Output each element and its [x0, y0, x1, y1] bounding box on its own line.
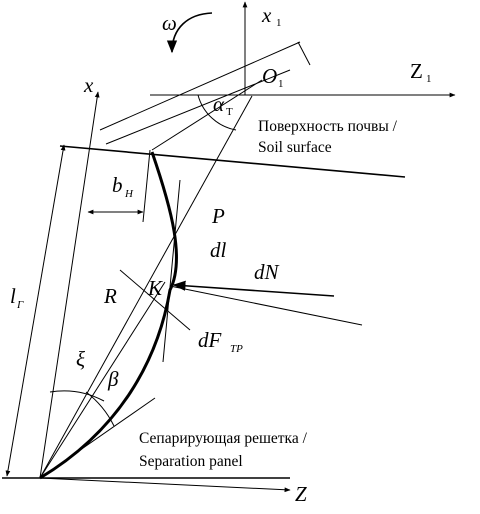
- panel-label-ru: Сепарирующая решетка /: [139, 430, 308, 447]
- rotation-arrow: [166, 12, 213, 54]
- length-dimension: [5, 144, 66, 477]
- friction-line: [169, 285, 363, 326]
- soil-surface-line: [59, 145, 406, 178]
- beta-label: β: [107, 367, 119, 391]
- x-axis-label: x: [83, 73, 94, 97]
- x-axis: [39, 91, 100, 479]
- dftr-label: dF: [198, 328, 222, 352]
- radius-line: [119, 269, 191, 331]
- xi-label: ξ: [76, 347, 85, 371]
- soil-surface-label-ru: Поверхность почвы /: [258, 118, 398, 135]
- r-label: R: [103, 284, 117, 308]
- z-axis: [39, 477, 291, 493]
- tangent-line: [162, 179, 181, 363]
- radial-line-to-k: [39, 281, 166, 479]
- o1-subscript: 1: [278, 78, 284, 90]
- normal-force-arrow: [172, 280, 335, 297]
- alpha-subscript: Т: [226, 106, 233, 118]
- z1-label: Z: [410, 59, 423, 83]
- k-label: K: [147, 276, 163, 300]
- beam-end-top: [297, 41, 311, 66]
- o1-label: O: [262, 64, 277, 88]
- omega-label: ω: [162, 11, 177, 35]
- bh-label: b: [112, 173, 123, 197]
- bh-subscript: H: [124, 188, 134, 200]
- radial-line-to-o1: [39, 95, 253, 479]
- z1-subscript: 1: [426, 73, 432, 85]
- curved-panel: [39, 151, 179, 480]
- dftr-subscript: ТР: [230, 343, 243, 355]
- soil-surface-label-en: Soil surface: [258, 139, 332, 156]
- z-axis-label: Z: [295, 482, 307, 506]
- beam-lower-edge-2: [151, 79, 263, 151]
- lr-label: l: [10, 284, 16, 308]
- dl-label: dl: [210, 238, 227, 262]
- dn-label: dN: [254, 260, 280, 284]
- p-label: P: [211, 204, 225, 228]
- panel-label-en: Separation panel: [139, 453, 243, 470]
- lr-subscript: Г: [16, 299, 24, 311]
- beam-upper-edge: [99, 41, 301, 131]
- bh-tick: [142, 149, 151, 223]
- beta-arc: [85, 391, 115, 427]
- x1-label: x: [261, 3, 272, 27]
- alpha-arc: [197, 94, 237, 131]
- x1-subscript: 1: [276, 17, 282, 29]
- beam-lower-edge: [105, 69, 291, 145]
- xi-arc: [49, 390, 105, 402]
- alpha-label: α: [213, 92, 225, 116]
